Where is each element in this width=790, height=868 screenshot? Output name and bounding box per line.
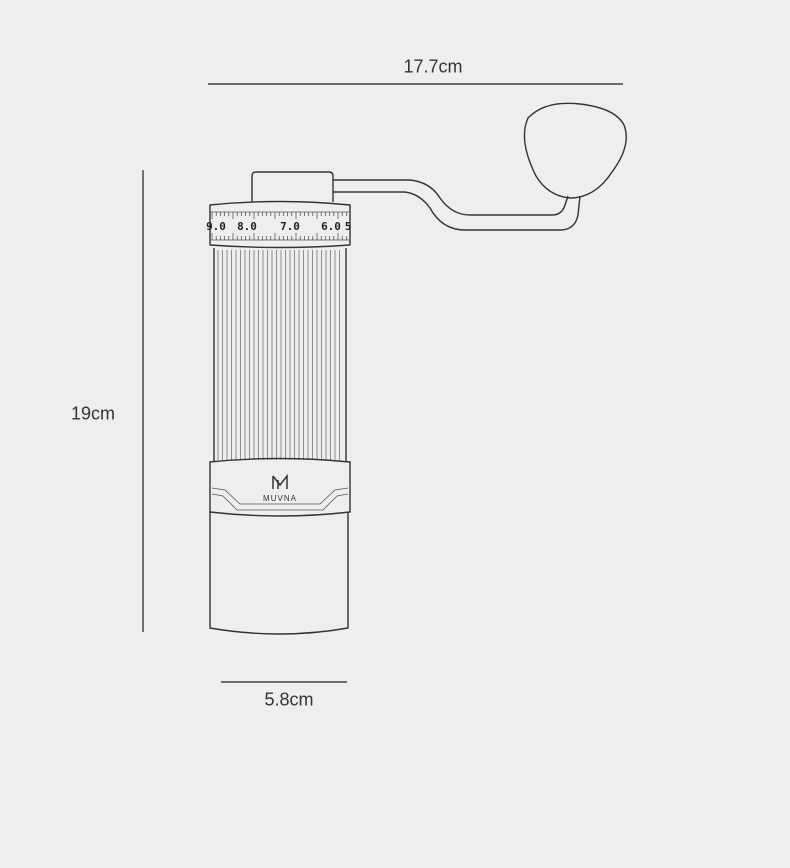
dial-number: 9.0 [206, 220, 226, 233]
base-cup [209, 512, 349, 635]
width-label: 17.7cm [403, 56, 463, 77]
top-cap [251, 171, 334, 202]
handle-knob [523, 102, 627, 199]
grind-dial: 9.0 8.0 7.0 6.0 5 [206, 200, 352, 249]
grinder-handle [333, 102, 627, 231]
brand-logo-icon [272, 473, 288, 489]
diameter-label: 5.8cm [264, 689, 314, 710]
brand-name: MUVNA [263, 494, 297, 503]
dial-number: 6.0 [321, 220, 341, 233]
dial-number: 8.0 [237, 220, 257, 233]
dial-number: 5 [345, 220, 352, 233]
dial-ticks [211, 212, 347, 240]
dial-number: 7.0 [280, 220, 300, 233]
fluted-body [213, 248, 347, 462]
height-label: 19cm [70, 403, 116, 424]
lower-collar: MUVNA [209, 457, 351, 517]
